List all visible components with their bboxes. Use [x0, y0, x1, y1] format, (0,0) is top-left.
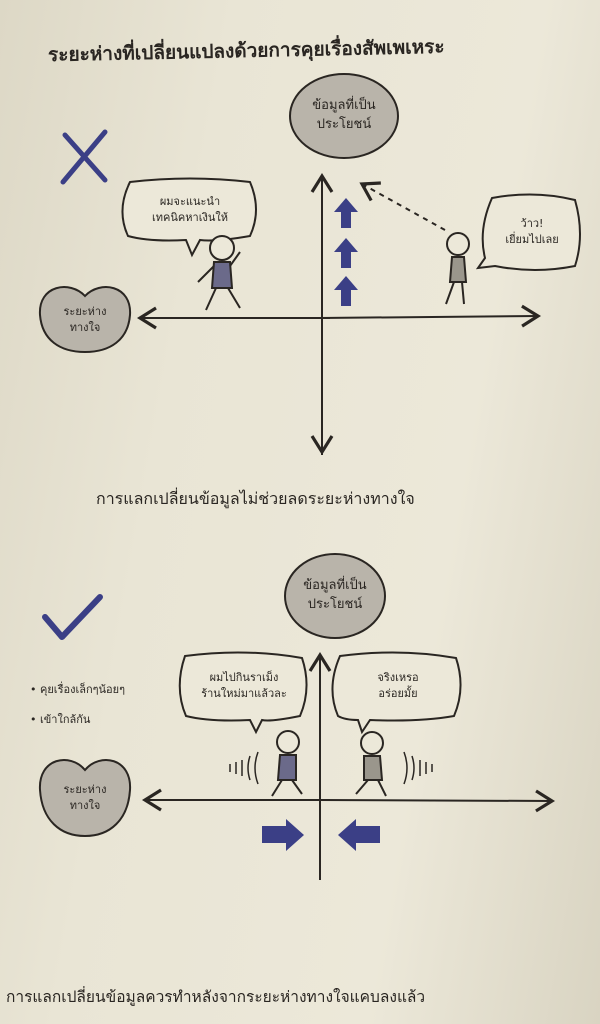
- caption-good: การแลกเปลี่ยนข้อมูลควรทำหลังจากระยะห่างท…: [6, 988, 426, 1006]
- person-figure: [229, 730, 303, 797]
- left-node-line2: ทางใจ: [69, 321, 101, 334]
- top-node-shape: [284, 553, 386, 639]
- speech-bubble-shape: [475, 193, 581, 271]
- top-node-shape: [289, 73, 399, 159]
- cross-icon: [60, 129, 108, 185]
- bullet-text: คุยเรื่องเล็กๆน้อยๆ: [40, 683, 125, 696]
- speech-left: ผมจะแนะนำ เทคนิคหาเงินให้: [124, 194, 256, 226]
- left-node-line1: ระยะห่าง: [63, 305, 107, 318]
- speech-bubble-shape: [178, 651, 308, 735]
- dashed-arrow: [359, 181, 446, 231]
- speech-right-line1: จริงเหรอ: [377, 671, 419, 684]
- horizontal-axis-right: [317, 789, 556, 813]
- check-icon: [42, 594, 103, 640]
- top-node-line2: ประโยชน์: [316, 117, 372, 132]
- heart-shape: [38, 759, 132, 838]
- person-figure: [355, 731, 433, 797]
- left-node-label: ระยะห่าง ทางใจ: [40, 304, 130, 336]
- speech-left-line1: ผมไปกินราเม็ง: [209, 671, 279, 684]
- top-node-label: ข้อมูลที่เป็น ประโยชน์: [290, 96, 398, 134]
- speech-right-line1: ว้าว!: [520, 217, 544, 230]
- bullet-text: เข้าใกล้กัน: [40, 713, 91, 726]
- person-figure: [197, 235, 241, 311]
- bullet-item: • คุยเรื่องเล็กๆน้อยๆ: [30, 683, 125, 696]
- up-arrow-icon: [334, 198, 358, 306]
- top-node-line1: ข้อมูลที่เป็น: [312, 98, 376, 113]
- left-node-label: ระยะห่าง ทางใจ: [40, 782, 130, 814]
- speech-left-line1: ผมจะแนะนำ: [159, 195, 221, 208]
- top-node-label: ข้อมูลที่เป็น ประโยชน์: [285, 576, 385, 614]
- horizontal-axis-right: [319, 304, 542, 328]
- speech-left-line2: ร้านใหม่มาแล้วละ: [201, 687, 287, 700]
- speech-right: จริงเหรอ อร่อยมั้ย: [336, 670, 460, 702]
- speech-bubble-shape: [331, 651, 462, 735]
- speech-left-line2: เทคนิคหาเงินให้: [152, 211, 228, 224]
- bullet-item: • เข้าใกล้กัน: [30, 713, 91, 726]
- speech-right-line2: อร่อยมั้ย: [378, 687, 418, 700]
- person-figure: [445, 232, 470, 305]
- top-node-line2: ประโยชน์: [307, 597, 363, 612]
- speech-left: ผมไปกินราเม็ง ร้านใหม่มาแล้วละ: [180, 670, 308, 702]
- speech-right: ว้าว! เยี่ยมไปเลย: [486, 216, 578, 248]
- right-arrow-icon: [262, 819, 304, 851]
- top-node-line1: ข้อมูลที่เป็น: [303, 578, 367, 593]
- left-node-line1: ระยะห่าง: [63, 783, 107, 796]
- heart-shape: [38, 286, 132, 354]
- left-node-line2: ทางใจ: [69, 799, 101, 812]
- caption-bad: การแลกเปลี่ยนข้อมูลไม่ช่วยลดระยะห่างทางใ…: [96, 489, 415, 508]
- left-arrow-icon: [338, 819, 380, 851]
- speech-right-line2: เยี่ยมไปเลย: [505, 233, 559, 246]
